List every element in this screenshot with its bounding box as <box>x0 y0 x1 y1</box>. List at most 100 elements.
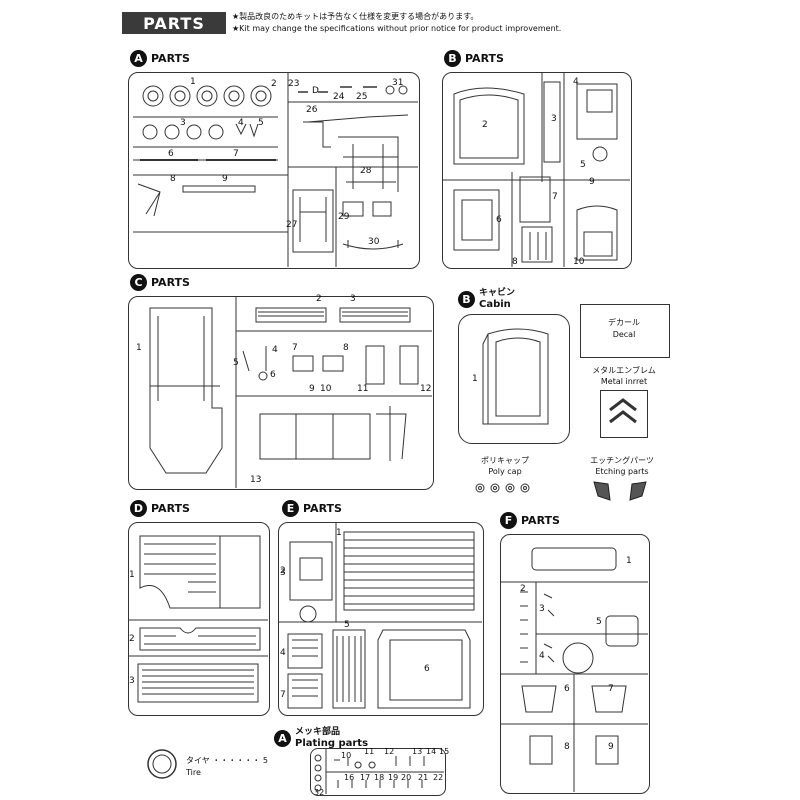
part-number: 8 <box>564 742 570 752</box>
part-number: 13 <box>250 475 262 485</box>
part-number: 22 <box>433 773 444 782</box>
part-number: 3 <box>280 568 286 578</box>
part-number: 32 <box>314 788 325 797</box>
part-number: 18 <box>374 773 385 782</box>
part-number: 2 <box>129 634 135 644</box>
part-number: 2 <box>271 79 277 89</box>
part-number: 11 <box>364 747 375 756</box>
plating-label-en: Plating parts <box>295 738 369 749</box>
plating-label-jp: メッキ部品 <box>295 727 341 737</box>
tire-icon <box>147 749 177 779</box>
part-number: 1 <box>336 528 342 538</box>
part-number: 13 <box>412 747 423 756</box>
section-a-label: PARTS <box>151 52 190 65</box>
part-number: D <box>312 86 319 96</box>
sprue-b <box>442 72 632 269</box>
part-number: 4 <box>539 651 545 661</box>
part-number: 14 <box>426 747 437 756</box>
emblem-label-jp: メタルエンブレム <box>592 366 656 375</box>
part-number: 19 <box>388 773 399 782</box>
decal-label-jp: デカール <box>608 318 640 327</box>
sprue-c <box>128 296 434 490</box>
part-number: 4 <box>238 118 244 128</box>
section-f-badge: F <box>500 512 517 529</box>
part-number: 3 <box>350 294 356 304</box>
sprue-d-parts <box>128 535 268 703</box>
part-number: 20 <box>401 773 412 782</box>
part-number: 6 <box>424 664 430 674</box>
sprue-e-parts <box>278 522 482 709</box>
cabin-body <box>458 314 570 444</box>
polycap-label-en: Poly cap <box>488 467 522 476</box>
sprue-plating-parts <box>314 748 444 794</box>
section-e-header: E PARTS <box>282 500 342 517</box>
part-number: 2 <box>280 566 286 576</box>
part-number: 6 <box>496 215 502 225</box>
etching-icon <box>593 481 647 501</box>
part-number: 4 <box>280 648 286 658</box>
part-number: 7 <box>292 343 298 353</box>
part-number: 26 <box>306 105 318 115</box>
part-number: 5 <box>344 620 350 630</box>
part-number: 7 <box>552 192 558 202</box>
cabin-badge: B <box>458 290 475 308</box>
part-number: 29 <box>338 212 350 222</box>
section-b-badge: B <box>444 50 461 67</box>
section-c-label: PARTS <box>151 276 190 289</box>
note-japanese: ★製品改良のためキットは予告なく仕様を変更する場合があります。 <box>232 12 479 21</box>
section-a-badge: A <box>130 50 147 67</box>
part-number: 9 <box>589 177 595 187</box>
cabin-label-jp: キャビン <box>479 288 516 298</box>
section-a-header: A PARTS <box>130 50 190 67</box>
part-number: 6 <box>270 370 276 380</box>
plating-header: A メッキ部品 Plating parts <box>274 727 368 749</box>
part-number: 5 <box>580 160 586 170</box>
tire-label-en: Tire <box>186 768 201 777</box>
cabin-label-en: Cabin <box>479 299 511 310</box>
part-number: 3 <box>129 676 135 686</box>
part-number: 4 <box>272 345 278 355</box>
sprue-f-parts <box>500 547 648 792</box>
part-number: 9 <box>608 742 614 752</box>
part-number: 3 <box>180 118 186 128</box>
sprue-f <box>500 534 650 794</box>
polycap-icon <box>475 483 530 493</box>
part-number: 12 <box>420 384 432 394</box>
part-number: 21 <box>418 773 429 782</box>
tire-label-jp: タイヤ ・・・・・・ 5 <box>186 756 268 765</box>
decal-box <box>580 304 670 358</box>
part-number: 1 <box>136 343 142 353</box>
part-number: 5 <box>258 118 264 128</box>
part-number: 3 <box>551 114 557 124</box>
emblem-label-en: Metal inrret <box>600 377 648 386</box>
part-number: 11 <box>357 384 369 394</box>
section-d-label: PARTS <box>151 502 190 515</box>
part-number: 10 <box>341 751 352 760</box>
part-number: 10 <box>320 384 332 394</box>
section-b-label: PARTS <box>465 52 504 65</box>
part-number: 28 <box>360 166 372 176</box>
part-number: 9 <box>222 174 228 184</box>
part-number: 7 <box>233 149 239 159</box>
section-c-badge: C <box>130 274 147 291</box>
part-number: 8 <box>170 174 176 184</box>
part-number: 8 <box>343 343 349 353</box>
etching-label-en: Etching parts <box>595 467 649 476</box>
sprue-e <box>278 522 484 716</box>
part-number: 4 <box>573 77 579 87</box>
section-d-badge: D <box>130 500 147 517</box>
sprue-a <box>128 72 420 269</box>
part-number: 1 <box>626 556 632 566</box>
plating-badge: A <box>274 729 291 747</box>
part-number: 8 <box>512 257 518 267</box>
cabin-header: B キャビン Cabin <box>458 288 515 310</box>
part-number: 7 <box>608 684 614 694</box>
section-f-label: PARTS <box>521 514 560 527</box>
part-number: 9 <box>309 384 315 394</box>
part-number: 17 <box>360 773 371 782</box>
part-number: 2 <box>316 294 322 304</box>
section-b-header: B PARTS <box>444 50 504 67</box>
part-number: 5 <box>596 617 602 627</box>
section-c-header: C PARTS <box>130 274 190 291</box>
sprue-c-parts <box>149 296 432 488</box>
